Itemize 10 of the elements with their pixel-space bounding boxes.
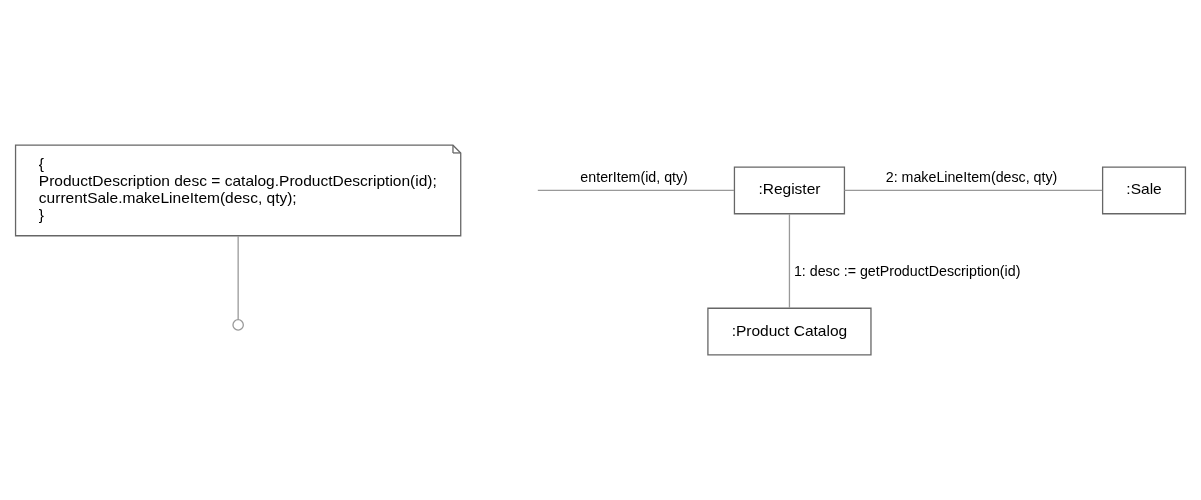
- connector: [537, 189, 735, 192]
- connector: [788, 213, 791, 309]
- node-box: :Product Catalog: [707, 307, 872, 356]
- edge-label: 1: desc := getProductDescription(id): [793, 262, 1021, 279]
- node-box: :Register: [733, 166, 846, 215]
- connector: [237, 235, 239, 321]
- node-box: :Sale: [1101, 166, 1187, 215]
- edge-label: 2: makeLineItem(desc, qty): [885, 169, 1058, 186]
- connector: [843, 189, 1103, 192]
- edge-label: enterItem(id, qty): [580, 169, 688, 186]
